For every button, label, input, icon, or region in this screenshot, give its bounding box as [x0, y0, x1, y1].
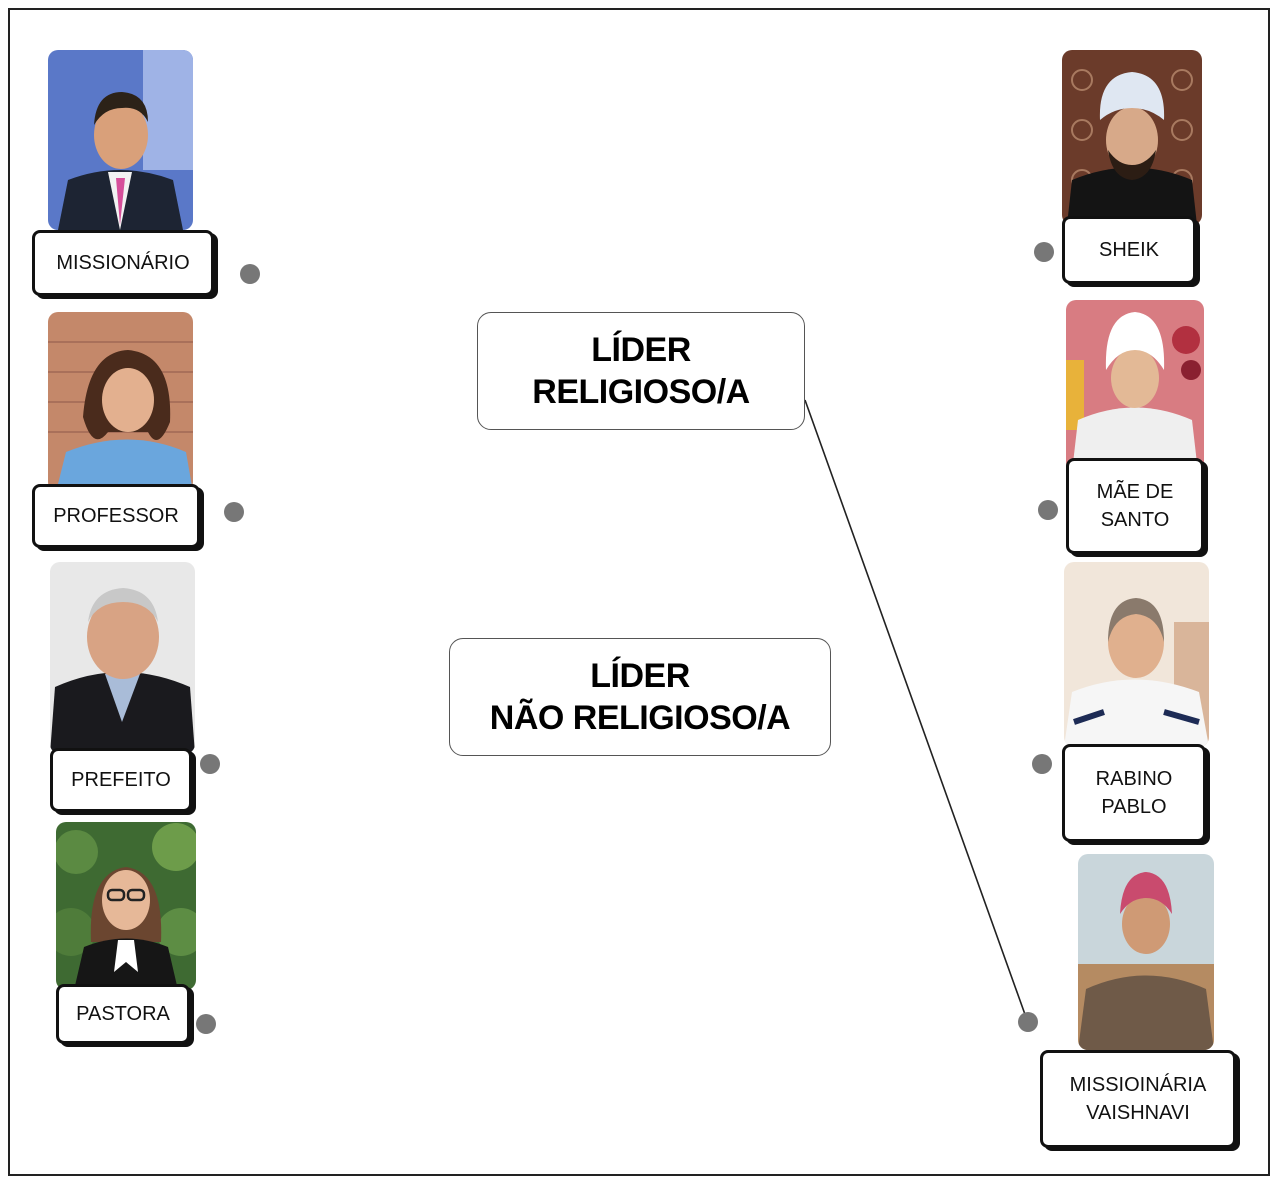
connector-dot-professor[interactable] [224, 502, 244, 522]
category-lider-nao-religioso[interactable]: LÍDER NÃO RELIGIOSO/A [449, 638, 831, 756]
connector-dot-missionario[interactable] [240, 264, 260, 284]
connector-dot-mae-de-santo[interactable] [1038, 500, 1058, 520]
connector-dot-rabino-pablo[interactable] [1032, 754, 1052, 774]
photo-professor [48, 312, 193, 492]
photo-prefeito [50, 562, 195, 754]
connector-dot-pastora[interactable] [196, 1014, 216, 1034]
activity-frame [8, 8, 1270, 1176]
label-mae-de-santo[interactable]: MÃE DE SANTO [1066, 458, 1204, 554]
label-pastora[interactable]: PASTORA [56, 984, 190, 1044]
photo-mae-de-santo [1066, 300, 1204, 472]
photo-missionaria-vaishnavi [1078, 854, 1214, 1050]
label-rabino-pablo[interactable]: RABINO PABLO [1062, 744, 1206, 842]
category-lider-religioso[interactable]: LÍDER RELIGIOSO/A [477, 312, 805, 430]
label-sheik[interactable]: SHEIK [1062, 216, 1196, 284]
photo-missionario [48, 50, 193, 230]
connector-dot-missionaria-vaishnavi[interactable] [1018, 1012, 1038, 1032]
label-missionaria-vaishnavi[interactable]: MISSIOINÁRIA VAISHNAVI [1040, 1050, 1236, 1148]
connector-dot-sheik[interactable] [1034, 242, 1054, 262]
label-professor[interactable]: PROFESSOR [32, 484, 200, 548]
label-prefeito[interactable]: PREFEITO [50, 748, 192, 812]
label-missionario[interactable]: MISSIONÁRIO [32, 230, 214, 296]
connector-dot-prefeito[interactable] [200, 754, 220, 774]
photo-sheik [1062, 50, 1202, 225]
photo-pastora [56, 822, 196, 990]
photo-rabino-pablo [1064, 562, 1209, 747]
